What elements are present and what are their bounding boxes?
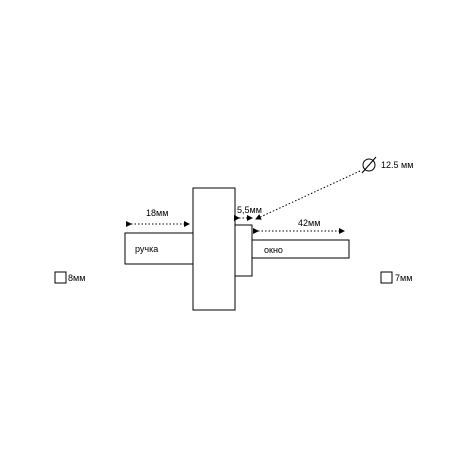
main-block — [192, 187, 236, 311]
dim-label-diameter: 12.5 мм — [381, 160, 413, 170]
window-shaft — [251, 239, 350, 259]
diameter-icon — [361, 156, 377, 174]
dim-label-collar: 5,5мм — [237, 205, 262, 215]
dim-leader-diameter — [255, 170, 361, 220]
square-right-icon — [380, 271, 393, 284]
window-label: окно — [264, 245, 283, 255]
square-right-label: 7мм — [395, 273, 412, 283]
collar — [234, 224, 253, 277]
square-left-icon — [54, 271, 67, 284]
dim-label-handle: 18мм — [146, 208, 168, 218]
square-left-label: 8мм — [68, 273, 85, 283]
dim-label-shaft: 42мм — [298, 218, 320, 228]
handle-shaft — [124, 232, 195, 265]
handle-label: ручка — [135, 244, 158, 254]
